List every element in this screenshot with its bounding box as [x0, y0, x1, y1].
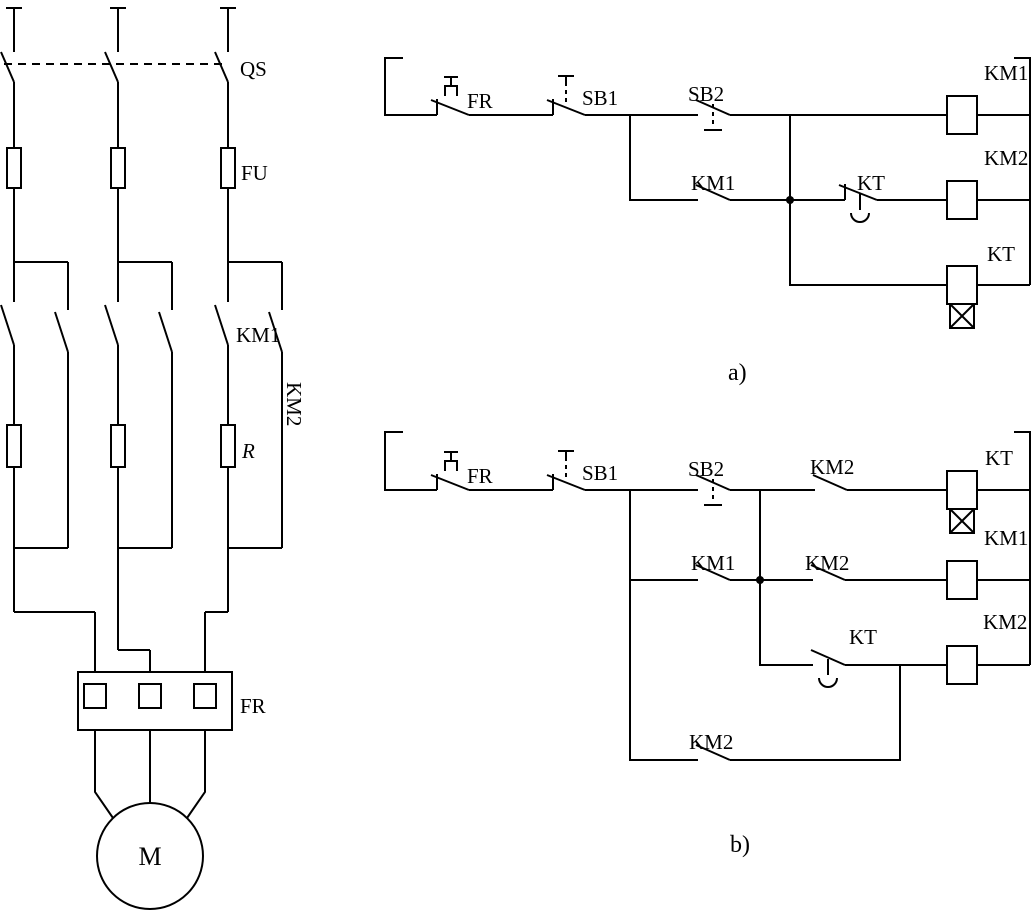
km1-coil-b: [946, 560, 978, 600]
sb1-contact-b: [546, 450, 586, 491]
km2-main-contact-b: [812, 474, 848, 491]
km2-bottom-contact-b: [695, 744, 731, 761]
power-circuit: QS FU KM1 KM2 R FR M: [0, 7, 306, 910]
kt-contact-label-b: KT: [849, 625, 877, 649]
fuse-3: [220, 147, 236, 189]
resistor-label: R: [241, 439, 255, 463]
circuit-b-wires: [384, 431, 1031, 761]
sb2-label-a: SB2: [688, 82, 724, 106]
km1-coil-label-a: KM1: [984, 61, 1028, 85]
fr-contact-a: [430, 76, 470, 116]
km2-coil-label-a: KM2: [984, 146, 1028, 170]
km1-aux-contact-a: [695, 184, 731, 201]
km1-contact-label-a: KM1: [691, 171, 735, 195]
sb2-label-b: SB2: [688, 457, 724, 481]
resistor-2: [110, 424, 126, 468]
sb1-contact-a: [546, 75, 586, 116]
km2-aux-contact-b: [810, 564, 846, 581]
fuse-1: [6, 147, 22, 189]
km1-main-contact-blades: [0, 304, 229, 346]
kt-indicator-cross-a: [949, 303, 975, 329]
km1-coil-a: [946, 95, 978, 135]
control-circuit-a: FR SB1 SB2 KM1 KT KM1 KM2 KT a): [384, 57, 1031, 386]
kt-coil-label-a: KT: [987, 242, 1015, 266]
resistor-1: [6, 424, 22, 468]
km2-bottom-contact-label-b: KM2: [689, 730, 733, 754]
km1-label: KM1: [236, 323, 280, 347]
qs-switch-blades: [0, 51, 229, 83]
resistor-3: [220, 424, 236, 468]
junction-dot-b: [756, 576, 764, 584]
fr-contact-b: [430, 451, 470, 491]
km2-label: KM2: [282, 382, 306, 426]
km2-main-contact-label-b: KM2: [810, 455, 854, 479]
fr-label: FR: [240, 694, 266, 718]
sb1-label-a: SB1: [582, 86, 618, 110]
fu-label: FU: [241, 161, 268, 185]
km1-aux-contact-b: [695, 564, 731, 581]
kt-coil-b: [946, 470, 978, 510]
kt-contact-b: [810, 649, 846, 688]
caption-b: b): [730, 832, 750, 858]
km2-coil-b: [946, 645, 978, 685]
control-circuit-b: FR SB1 SB2 KM2 KM1 KM2 KT KM2 KT KM1 KM2…: [384, 431, 1031, 858]
km2-main-contact-blades: [54, 311, 283, 353]
motor-label: M: [138, 842, 161, 871]
kt-indicator-cross-b: [949, 508, 975, 534]
fr-label-b: FR: [467, 464, 493, 488]
fr-heater-element-2: [138, 683, 162, 709]
fr-heater-element-1: [83, 683, 107, 709]
kt-contact-a: [838, 184, 878, 223]
km1-coil-label-b: KM1: [984, 526, 1028, 550]
km2-aux-contact-label-b: KM2: [805, 551, 849, 575]
junction-dot-a: [786, 196, 794, 204]
qs-label: QS: [240, 57, 267, 81]
km2-coil-a: [946, 180, 978, 220]
caption-a: a): [728, 360, 747, 386]
fr-label-a: FR: [467, 89, 493, 113]
circuit-a-wires: [384, 57, 1031, 286]
fr-heater-element-3: [193, 683, 217, 709]
km2-coil-label-b: KM2: [983, 610, 1027, 634]
fuse-2: [110, 147, 126, 189]
km1-contact-label-b: KM1: [691, 551, 735, 575]
motor-circle: [96, 802, 204, 910]
sb1-label-b: SB1: [582, 461, 618, 485]
kt-contact-label-a: KT: [857, 171, 885, 195]
kt-coil-a: [946, 265, 978, 305]
kt-coil-label-b: KT: [985, 446, 1013, 470]
